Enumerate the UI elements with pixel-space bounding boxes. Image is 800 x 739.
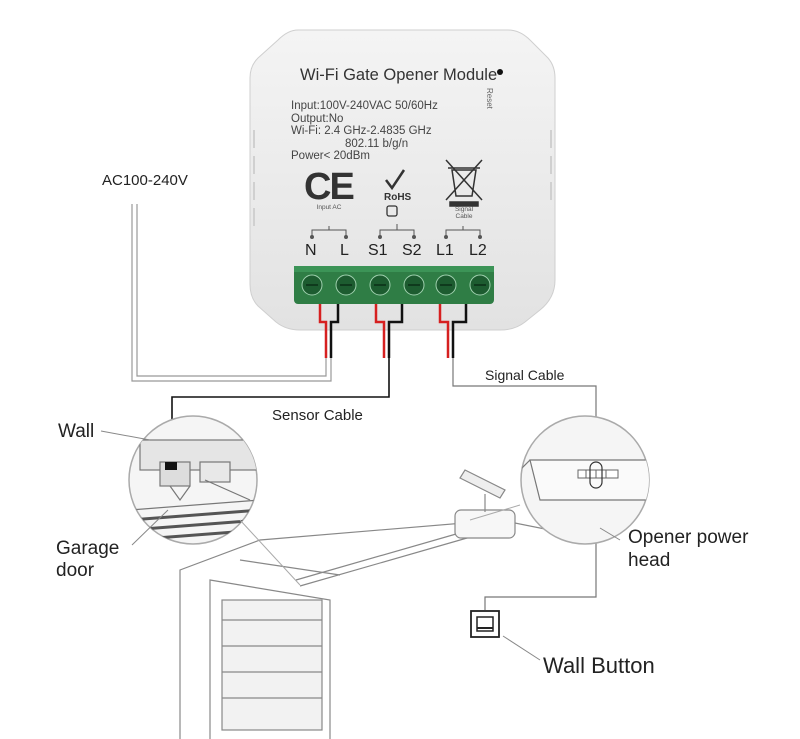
terminal-label-n: N [305,242,317,259]
rohs-label: RoHS [384,192,412,203]
opener-head-label: Opener power head [628,527,749,571]
wall-label: Wall [58,421,95,442]
leader-lines [100,430,621,661]
terminal-block [294,266,494,304]
input-ac-label: Input AC [316,204,342,211]
terminal-label-l2: L2 [469,242,487,259]
spec-wifi-standard: 802.11 b/g/n [345,137,409,150]
sensor-zoom-circle [128,415,301,586]
wall-button-label: Wall Button [543,653,655,678]
wall-button-icon [470,610,500,638]
sensor-cable-label: Sensor Cable [272,407,363,424]
terminal-label-s2: S2 [402,242,422,259]
ac-cable [131,204,332,382]
module-specs: Input:100V-240VAC 50/60Hz Output:No Wi-F… [291,100,438,163]
terminal-label-s1: S1 [368,242,388,259]
terminal-label-l1: L1 [436,242,454,259]
rohs-check-icon [385,169,406,191]
weee-bin-icon [445,159,483,207]
signal-cable-small-label: Signal Cable [454,206,474,220]
terminal-label-l: L [340,242,349,259]
spec-output: Output:No [291,112,344,125]
garage-illustration [179,469,601,739]
spec-wifi: Wi-Fi: 2.4 GHz-2.4835 GHz [291,125,432,137]
signal-cable-label: Signal Cable [485,367,565,383]
spec-input: Input:100V-240VAC 50/60Hz [291,100,438,112]
reset-button-dot [497,69,503,75]
spec-power: Power< 20dBm [291,150,370,162]
opener-zoom-circle [469,415,650,545]
ce-mark: CE [304,166,355,208]
terminal-wires [318,304,468,358]
ac-label: AC100-240V [102,172,188,189]
gate-opener-module [249,29,556,331]
module-title: Wi-Fi Gate Opener Module [300,66,498,84]
reset-label: Reset [485,88,494,109]
garage-door-label: Garage door [56,538,120,581]
